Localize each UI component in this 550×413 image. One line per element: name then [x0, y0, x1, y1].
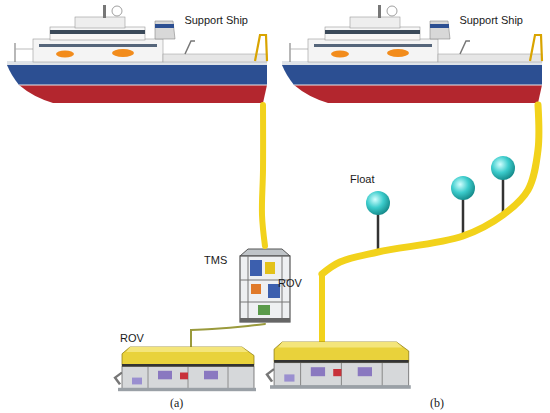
tms-drawing	[251, 284, 261, 294]
umbilical-cable	[322, 105, 539, 274]
support-ship: Support Ship	[5, 5, 270, 105]
tms-drawing	[248, 256, 249, 322]
float-drawing	[377, 214, 380, 252]
float-drawing	[502, 179, 505, 215]
panel-caption: (b)	[430, 396, 444, 410]
tms-drawing	[250, 260, 262, 276]
tether-cable	[191, 324, 265, 330]
tether-stub	[190, 329, 192, 348]
rov-drawing	[267, 342, 411, 389]
float-label: Float	[350, 173, 374, 186]
float-drawing	[366, 156, 515, 252]
node-label: ROV	[278, 277, 302, 290]
node-label: Support Ship	[184, 14, 248, 27]
float-drawing	[451, 176, 475, 200]
tether-cable	[262, 105, 265, 246]
node-label: ROV	[120, 332, 144, 345]
float-drawing	[491, 156, 515, 180]
umbilical-stub	[319, 273, 325, 343]
rov-vehicle: ROV	[266, 274, 414, 396]
rov-drawing	[115, 347, 256, 391]
tms-drawing	[265, 262, 275, 274]
node-label: Support Ship	[459, 14, 523, 27]
panel-caption: (a)	[170, 396, 183, 410]
float-drawing	[366, 191, 390, 215]
support-ship-drawing	[7, 5, 267, 103]
tms-drawing	[240, 302, 290, 303]
float-drawing	[462, 199, 465, 236]
tms-drawing	[240, 249, 290, 256]
rov-vehicle: ROV	[112, 330, 262, 396]
tms-drawing	[240, 318, 290, 322]
node-label: TMS	[204, 254, 227, 267]
tms-drawing	[258, 305, 270, 315]
support-ship-drawing	[282, 5, 542, 103]
support-ship: Support Ship	[280, 5, 545, 105]
